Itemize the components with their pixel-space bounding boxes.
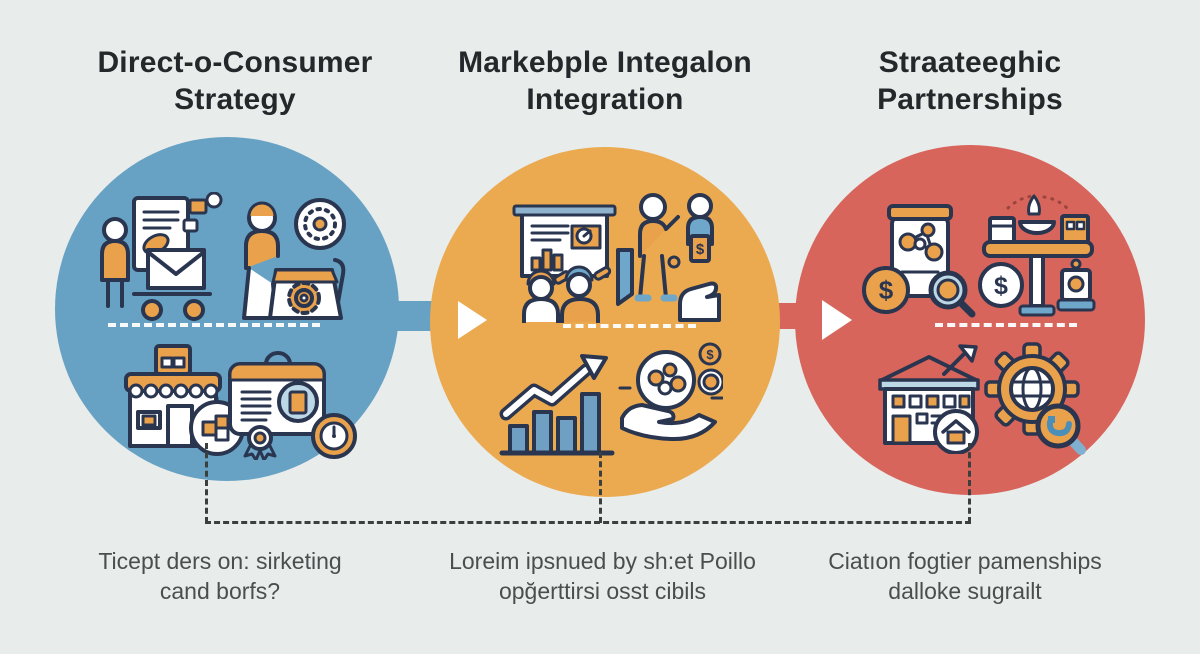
title-line: Markebple Integalon	[458, 46, 752, 79]
circle-divider-dashed-line	[108, 323, 320, 327]
svg-text:$: $	[696, 241, 705, 258]
caption-connector-vertical-3	[968, 443, 971, 523]
title-marketplace-integration: Markebple Integalon Integration	[435, 44, 775, 118]
title-line: Direct-o-Consumer	[97, 46, 373, 79]
svg-text:$: $	[706, 347, 714, 362]
circle-divider-dashed-line	[563, 324, 696, 328]
caption-marketplace-integration: Loreim ipsnued by sh:et Poillo opğerttir…	[425, 546, 780, 606]
circle-divider-dashed-line	[935, 323, 1077, 327]
caption-line: cand borfs?	[159, 578, 281, 604]
flow-arrow-2-icon	[822, 300, 852, 340]
growth-bars-icon	[499, 354, 615, 456]
partner-deal-icon: $	[616, 193, 721, 322]
caption-line: Loreim ipsnued by sh:et Poillo	[449, 548, 756, 574]
caption-connector-vertical-1	[205, 443, 208, 523]
shopper-cart-icon	[100, 192, 223, 321]
presentation-chart-icon	[512, 204, 617, 323]
global-gear-icon	[984, 342, 1086, 455]
caption-line: opğerttirsi osst cibils	[498, 578, 707, 604]
building-growth-icon	[878, 344, 980, 454]
svg-text:$: $	[879, 275, 894, 305]
order-fulfillment-icon	[242, 198, 346, 320]
circle-marketplace-integration: $	[430, 147, 780, 497]
title-line: Straateeghic	[878, 46, 1062, 79]
caption-line: Ciatıon fogtier pamenships	[828, 548, 1102, 574]
circle-strategic-partnerships: $ $	[795, 145, 1145, 495]
caption-line: dalloke sugrailt	[888, 578, 1042, 604]
title-line: Strategy	[174, 83, 296, 116]
caption-direct-to-consumer: Ticept ders on: sirketing cand borfs?	[60, 546, 380, 606]
title-line: Partnerships	[877, 83, 1063, 116]
circle-direct-to-consumer	[55, 137, 399, 481]
svg-text:$: $	[994, 272, 1008, 300]
flow-arrow-1-icon	[458, 301, 487, 339]
storefront-icon	[124, 344, 245, 456]
caption-connector-horizontal	[205, 521, 971, 524]
caption-connector-vertical-2	[599, 452, 602, 523]
research-jar-icon: $	[862, 204, 976, 318]
caption-strategic-partnerships: Ciatıon fogtier pamenships dalloke sugra…	[790, 546, 1140, 606]
caption-line: Ticept ders on: sirketing	[98, 548, 342, 574]
title-direct-to-consumer: Direct-o-Consumer Strategy	[55, 44, 415, 118]
title-line: Integration	[526, 83, 684, 116]
hand-coins-icon: $	[618, 342, 723, 442]
title-strategic-partnerships: Straateeghic Partnerships	[805, 44, 1135, 118]
market-table-icon: $	[978, 194, 1096, 317]
certificate-clock-icon	[228, 351, 357, 460]
